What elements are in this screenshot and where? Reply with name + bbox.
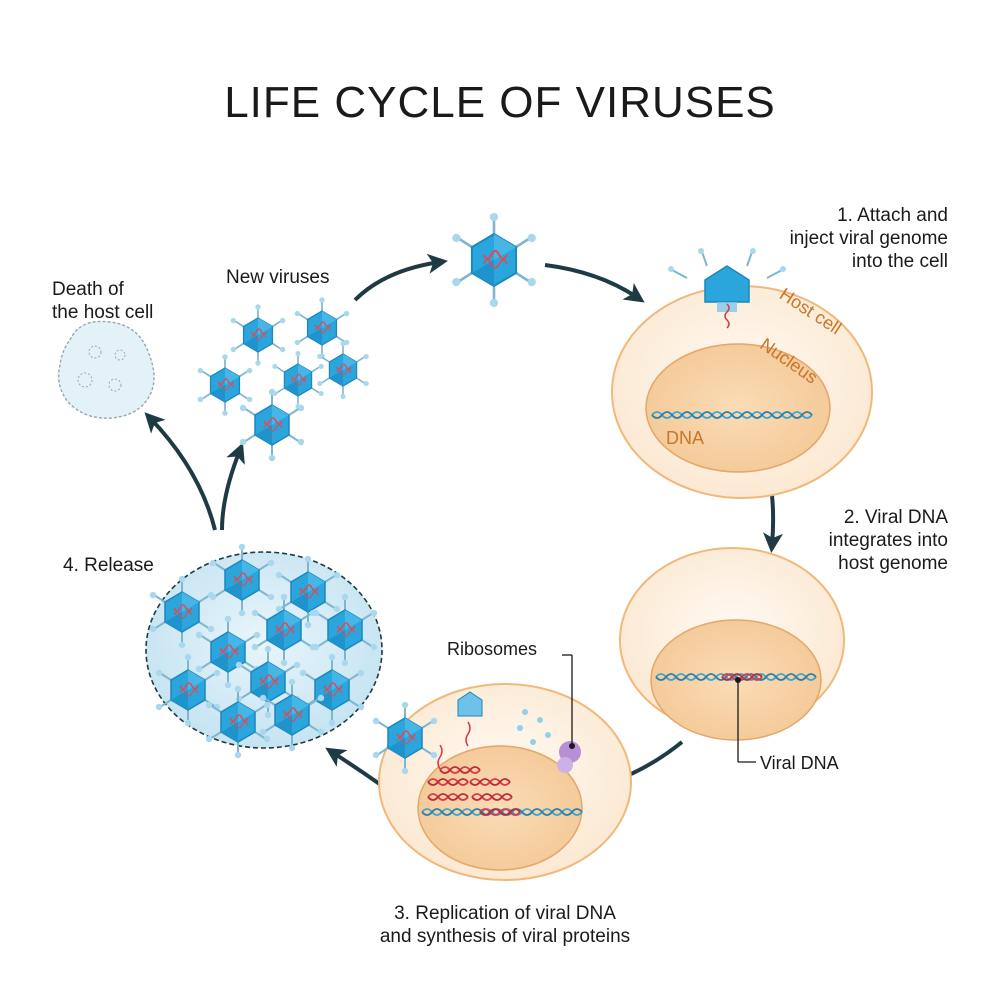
diagram-title: LIFE CYCLE OF VIRUSES xyxy=(224,78,776,127)
step4-label: 4. Release xyxy=(63,555,154,576)
dna-label: DNA xyxy=(666,428,705,448)
death-label: Death of the host cell xyxy=(52,279,154,323)
virus-top xyxy=(450,211,538,309)
host-cell-3 xyxy=(371,654,632,881)
new-viruses-label: New viruses xyxy=(226,267,330,288)
arrow-release-to-death xyxy=(144,412,217,531)
new-viruses-cluster xyxy=(196,296,370,463)
host-cell-2 xyxy=(619,547,845,763)
arrow-new-to-top xyxy=(353,253,448,302)
step1-label: 1. Attach and inject viral genome into t… xyxy=(789,205,948,272)
ribosomes-label: Ribosomes xyxy=(447,639,538,659)
step3-label: 3. Replication of viral DNA and synthesi… xyxy=(379,903,631,947)
viral-dna-label: Viral DNA xyxy=(760,753,839,773)
arrow-top-to-cell1 xyxy=(544,263,645,303)
arrow-release-to-new xyxy=(220,442,245,531)
host-cell-1 xyxy=(611,248,873,499)
dead-host-cell xyxy=(57,320,155,419)
step2-label: 2. Viral DNA integrates into host genome xyxy=(828,507,948,574)
bursting-cell xyxy=(145,542,383,760)
